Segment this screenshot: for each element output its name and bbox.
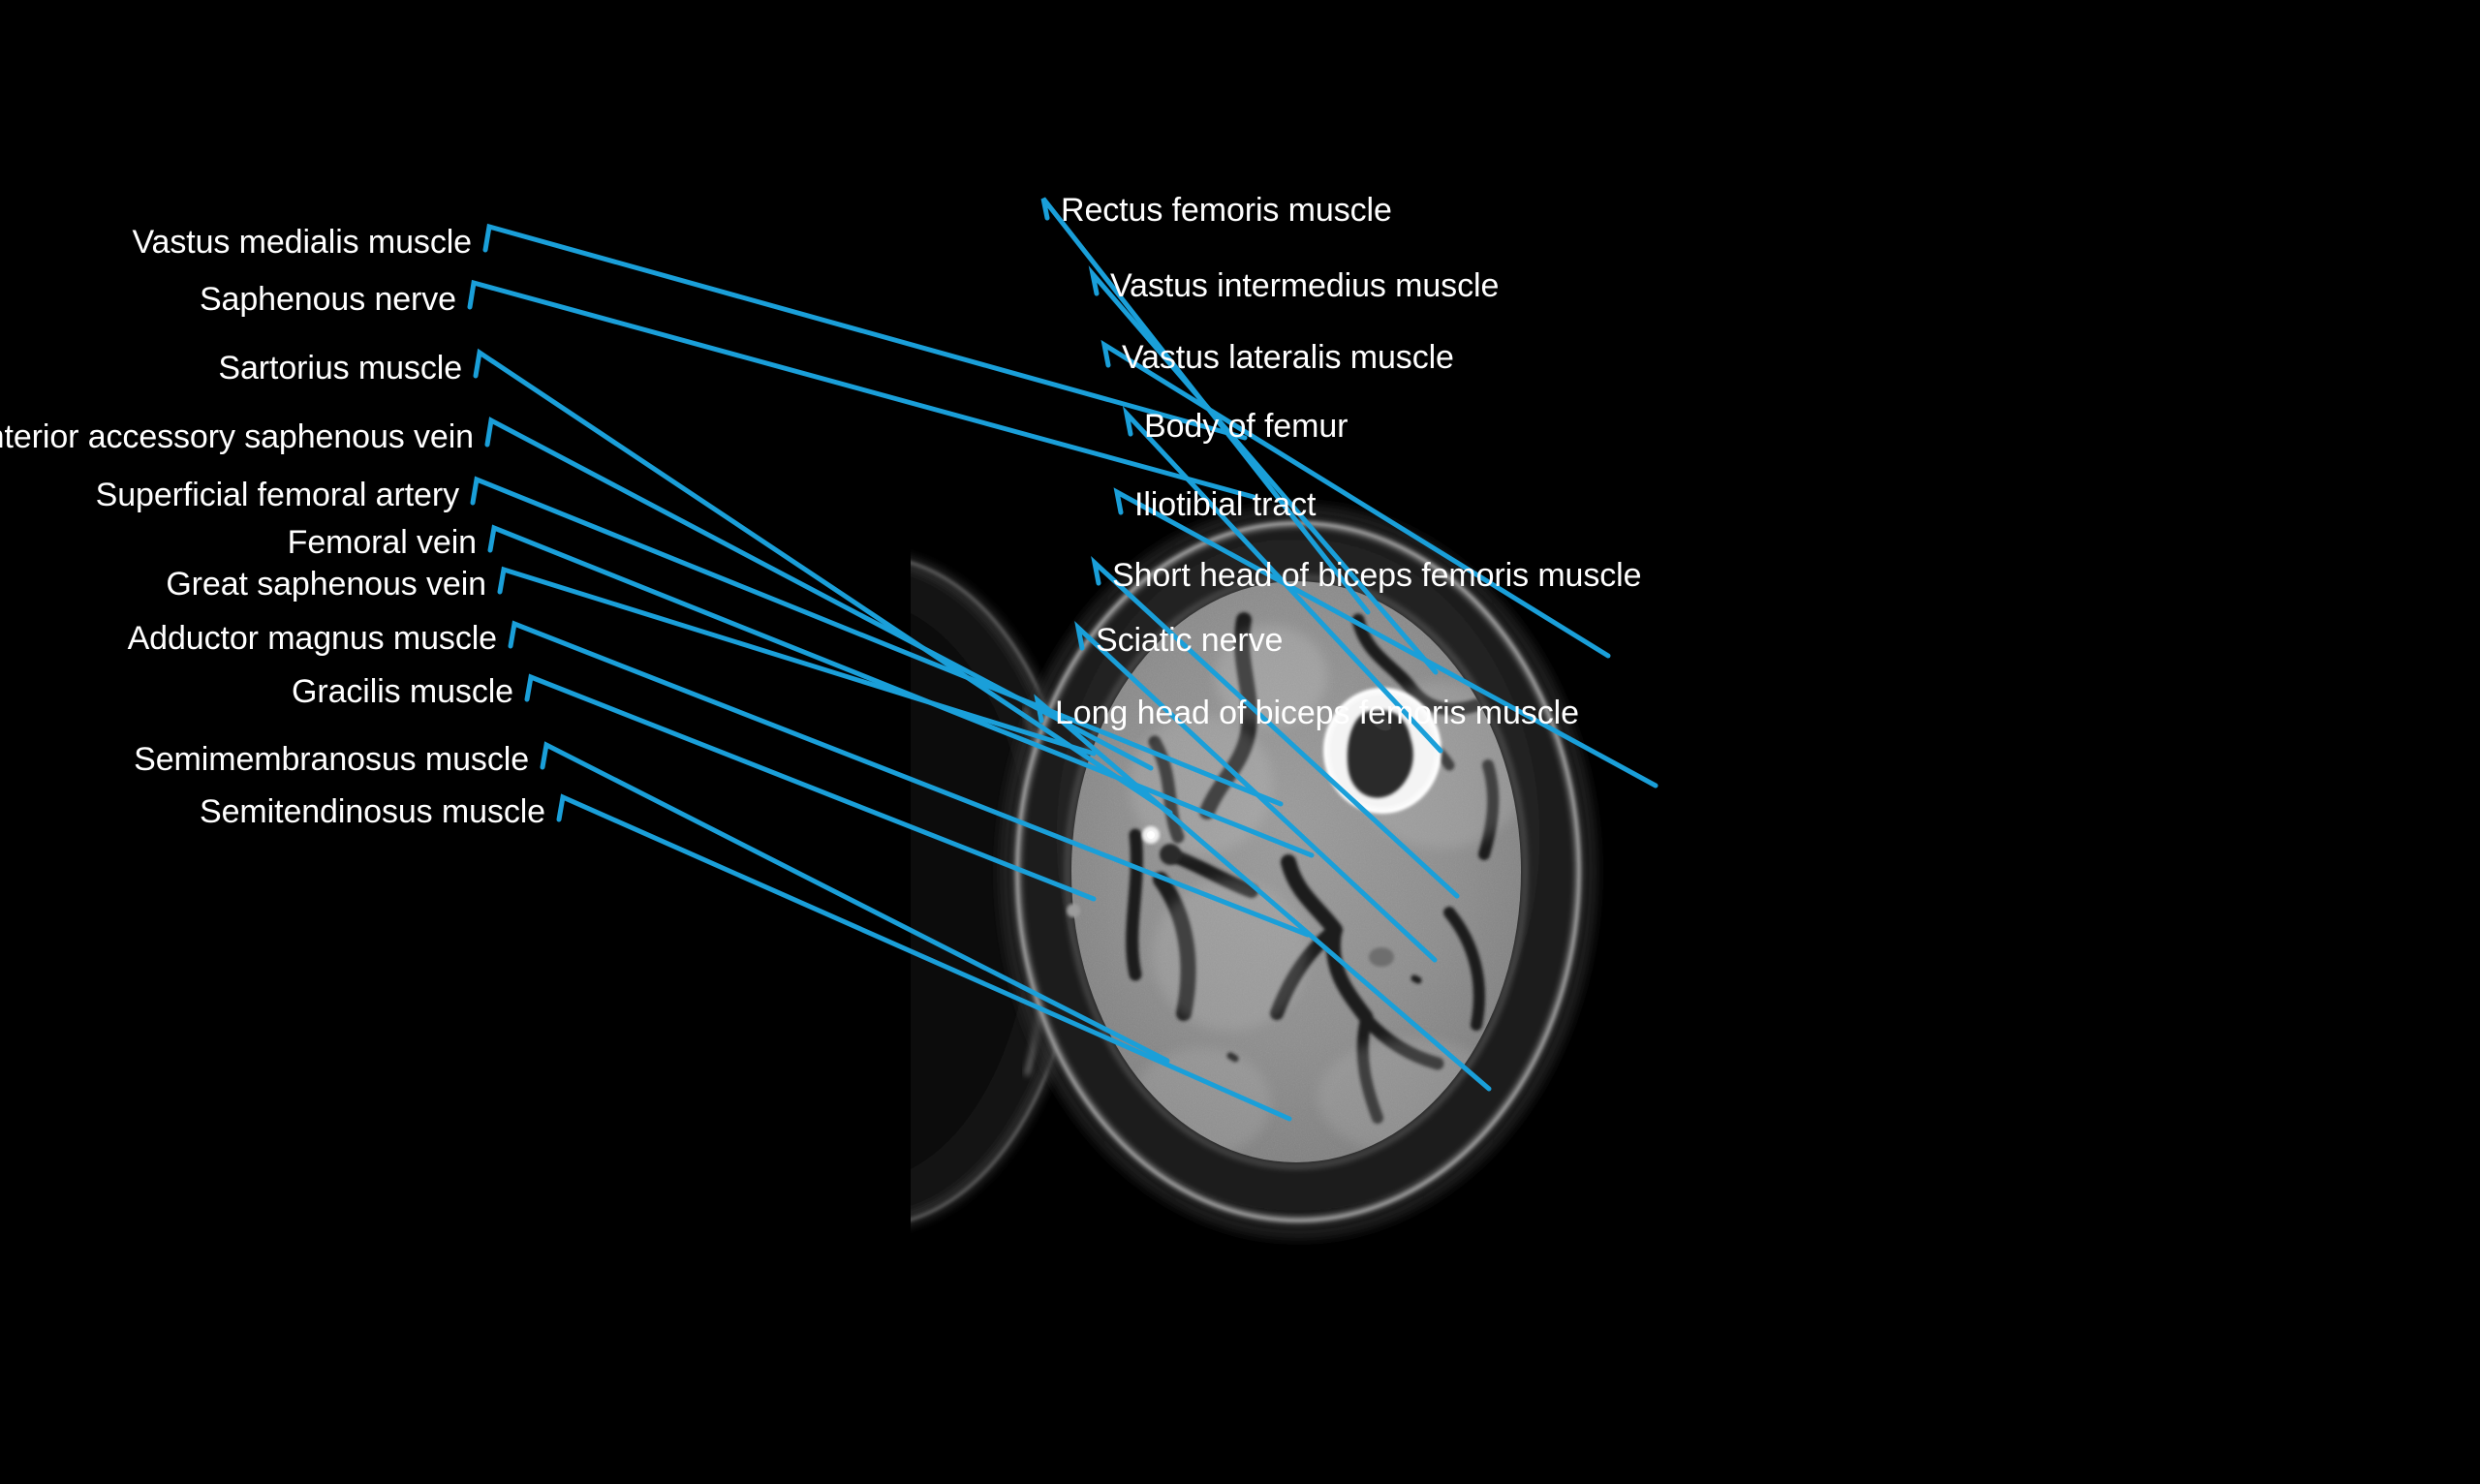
sciatic-nerve-blob [1369, 947, 1394, 967]
leader-line-vastus-medialis-muscle [482, 223, 1248, 441]
annotation-label-semitendinosus-muscle[interactable]: Semitendinosus muscle [200, 793, 545, 830]
annotation-label-vastus-intermedius-muscle[interactable]: Vastus intermedius muscle [1110, 267, 1500, 304]
annotation-label-femoral-vein[interactable]: Femoral vein [287, 524, 477, 561]
annotation-label-rectus-femoris-muscle[interactable]: Rectus femoris muscle [1061, 192, 1392, 229]
annotation-label-gracilis-muscle[interactable]: Gracilis muscle [292, 673, 513, 710]
annotation-label-iliotibial-tract[interactable]: Iliotibial tract [1134, 486, 1317, 523]
annotation-label-body-of-femur[interactable]: Body of femur [1144, 408, 1348, 445]
annotation-label-saphenous-nerve[interactable]: Saphenous nerve [199, 281, 456, 318]
annotation-label-semimembranosus-muscle[interactable]: Semimembranosus muscle [134, 741, 529, 778]
great-saphenous-vein-dot [1067, 904, 1080, 917]
annotation-label-anterior-accessory-saphenous-vein[interactable]: Anterior accessory saphenous vein [0, 418, 474, 455]
femoral-vein-dot [1160, 844, 1181, 865]
annotation-label-long-head-of-biceps-femoris-muscle[interactable]: Long head of biceps femoris muscle [1055, 695, 1579, 731]
annotation-label-great-saphenous-vein[interactable]: Great saphenous vein [166, 566, 486, 603]
annotation-label-superficial-femoral-artery[interactable]: Superficial femoral artery [95, 477, 459, 513]
ct-axial-thigh-image [911, 475, 1724, 1269]
annotation-label-short-head-of-biceps-femoris-muscle[interactable]: Short head of biceps femoris muscle [1112, 557, 1642, 594]
leader-line-saphenous-nerve [467, 279, 1256, 500]
annotation-label-sciatic-nerve[interactable]: Sciatic nerve [1096, 622, 1284, 659]
annotation-label-vastus-lateralis-muscle[interactable]: Vastus lateralis muscle [1122, 339, 1454, 376]
annotation-label-vastus-medialis-muscle[interactable]: Vastus medialis muscle [132, 224, 472, 261]
ct-scan-graphic [911, 475, 1724, 1269]
annotation-label-sartorius-muscle[interactable]: Sartorius muscle [218, 350, 462, 386]
annotation-label-adductor-magnus-muscle[interactable]: Adductor magnus muscle [127, 620, 498, 657]
